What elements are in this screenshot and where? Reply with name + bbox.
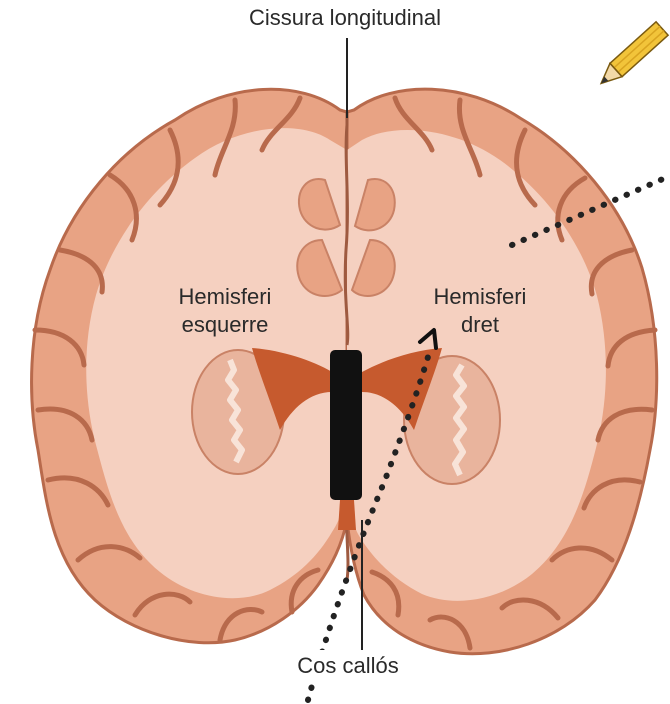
corpus-callosum-label: Cos callós xyxy=(268,650,428,682)
left-hemisphere-label-line1: Hemisferi xyxy=(150,283,300,311)
longitudinal-fissure-label: Cissura longitudinal xyxy=(200,4,490,32)
left-hemisphere-label: Hemisferi esquerre xyxy=(150,283,300,339)
right-hemisphere-label-line2: dret xyxy=(405,311,555,339)
right-hemisphere-label-line1: Hemisferi xyxy=(405,283,555,311)
pencil-icon xyxy=(595,22,668,90)
left-hemisphere-label-line2: esquerre xyxy=(150,311,300,339)
fissure-groove xyxy=(345,112,348,345)
corpus-callosum-marker xyxy=(330,350,362,500)
right-hemisphere-label: Hemisferi dret xyxy=(405,283,555,339)
